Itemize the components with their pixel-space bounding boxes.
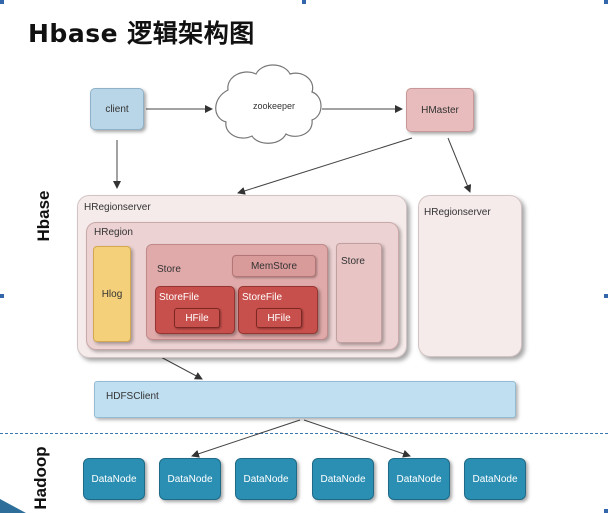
datanode-4: DataNode <box>312 458 374 500</box>
datanode-6-label: DataNode <box>472 473 518 485</box>
datanode-1-label: DataNode <box>91 473 137 485</box>
zookeeper-label: zookeeper <box>252 101 296 111</box>
selection-handle-top-left <box>0 0 4 4</box>
memstore-label: MemStore <box>250 260 298 272</box>
arrow-hdfsclient-to-datanode-5 <box>303 419 411 458</box>
arrow-hmaster-to-regionserver-2 <box>447 137 472 193</box>
hregionserver-2 <box>418 195 522 357</box>
layer-divider <box>0 433 608 434</box>
selection-handle-top-mid <box>302 0 306 4</box>
client-label: client <box>105 103 129 115</box>
selection-handle-top-right <box>604 0 608 4</box>
hfile-2: HFile <box>256 308 302 328</box>
datanode-6: DataNode <box>464 458 526 500</box>
selection-handle-bottom-right <box>604 509 608 513</box>
hregionserver-2-label: HRegionserver <box>424 207 491 218</box>
hfile-1-label: HFile <box>185 312 209 324</box>
arrow-hdfsclient-to-datanode-2 <box>191 419 301 458</box>
storefile-2-label: StoreFile <box>242 292 283 303</box>
hregionserver-1-label: HRegionserver <box>84 202 151 213</box>
client-node: client <box>90 88 144 130</box>
hdfsclient-label: HDFSClient <box>106 391 159 402</box>
arrow-hmaster-to-regionserver-1 <box>237 137 413 195</box>
datanode-2-label: DataNode <box>167 473 213 485</box>
hfile-2-label: HFile <box>267 312 291 324</box>
hregion-label: HRegion <box>94 227 133 238</box>
datanode-5-label: DataNode <box>396 473 442 485</box>
hlog-node: Hlog <box>93 246 131 342</box>
hmaster-node: HMaster <box>406 88 474 132</box>
datanode-1: DataNode <box>83 458 145 500</box>
hmaster-label: HMaster <box>421 104 459 116</box>
selection-handle-mid-right <box>604 294 608 298</box>
store-2 <box>336 243 382 343</box>
diagram-title: Hbase 逻辑架构图 <box>28 19 255 48</box>
datanode-3-label: DataNode <box>243 473 289 485</box>
store-main-label: Store <box>157 264 181 275</box>
zookeeper-cloud-icon <box>215 64 322 144</box>
datanode-5: DataNode <box>388 458 450 500</box>
corner-decoration <box>0 499 26 513</box>
hfile-1: HFile <box>174 308 220 328</box>
storefile-1-label: StoreFile <box>159 292 200 303</box>
store-2-label: Store <box>341 256 365 267</box>
datanode-3: DataNode <box>235 458 297 500</box>
memstore-node: MemStore <box>232 255 316 277</box>
datanode-2: DataNode <box>159 458 221 500</box>
hdfsclient-bar <box>94 381 516 418</box>
selection-handle-mid-left <box>0 294 4 298</box>
datanode-4-label: DataNode <box>320 473 366 485</box>
hlog-label: Hlog <box>101 288 123 300</box>
